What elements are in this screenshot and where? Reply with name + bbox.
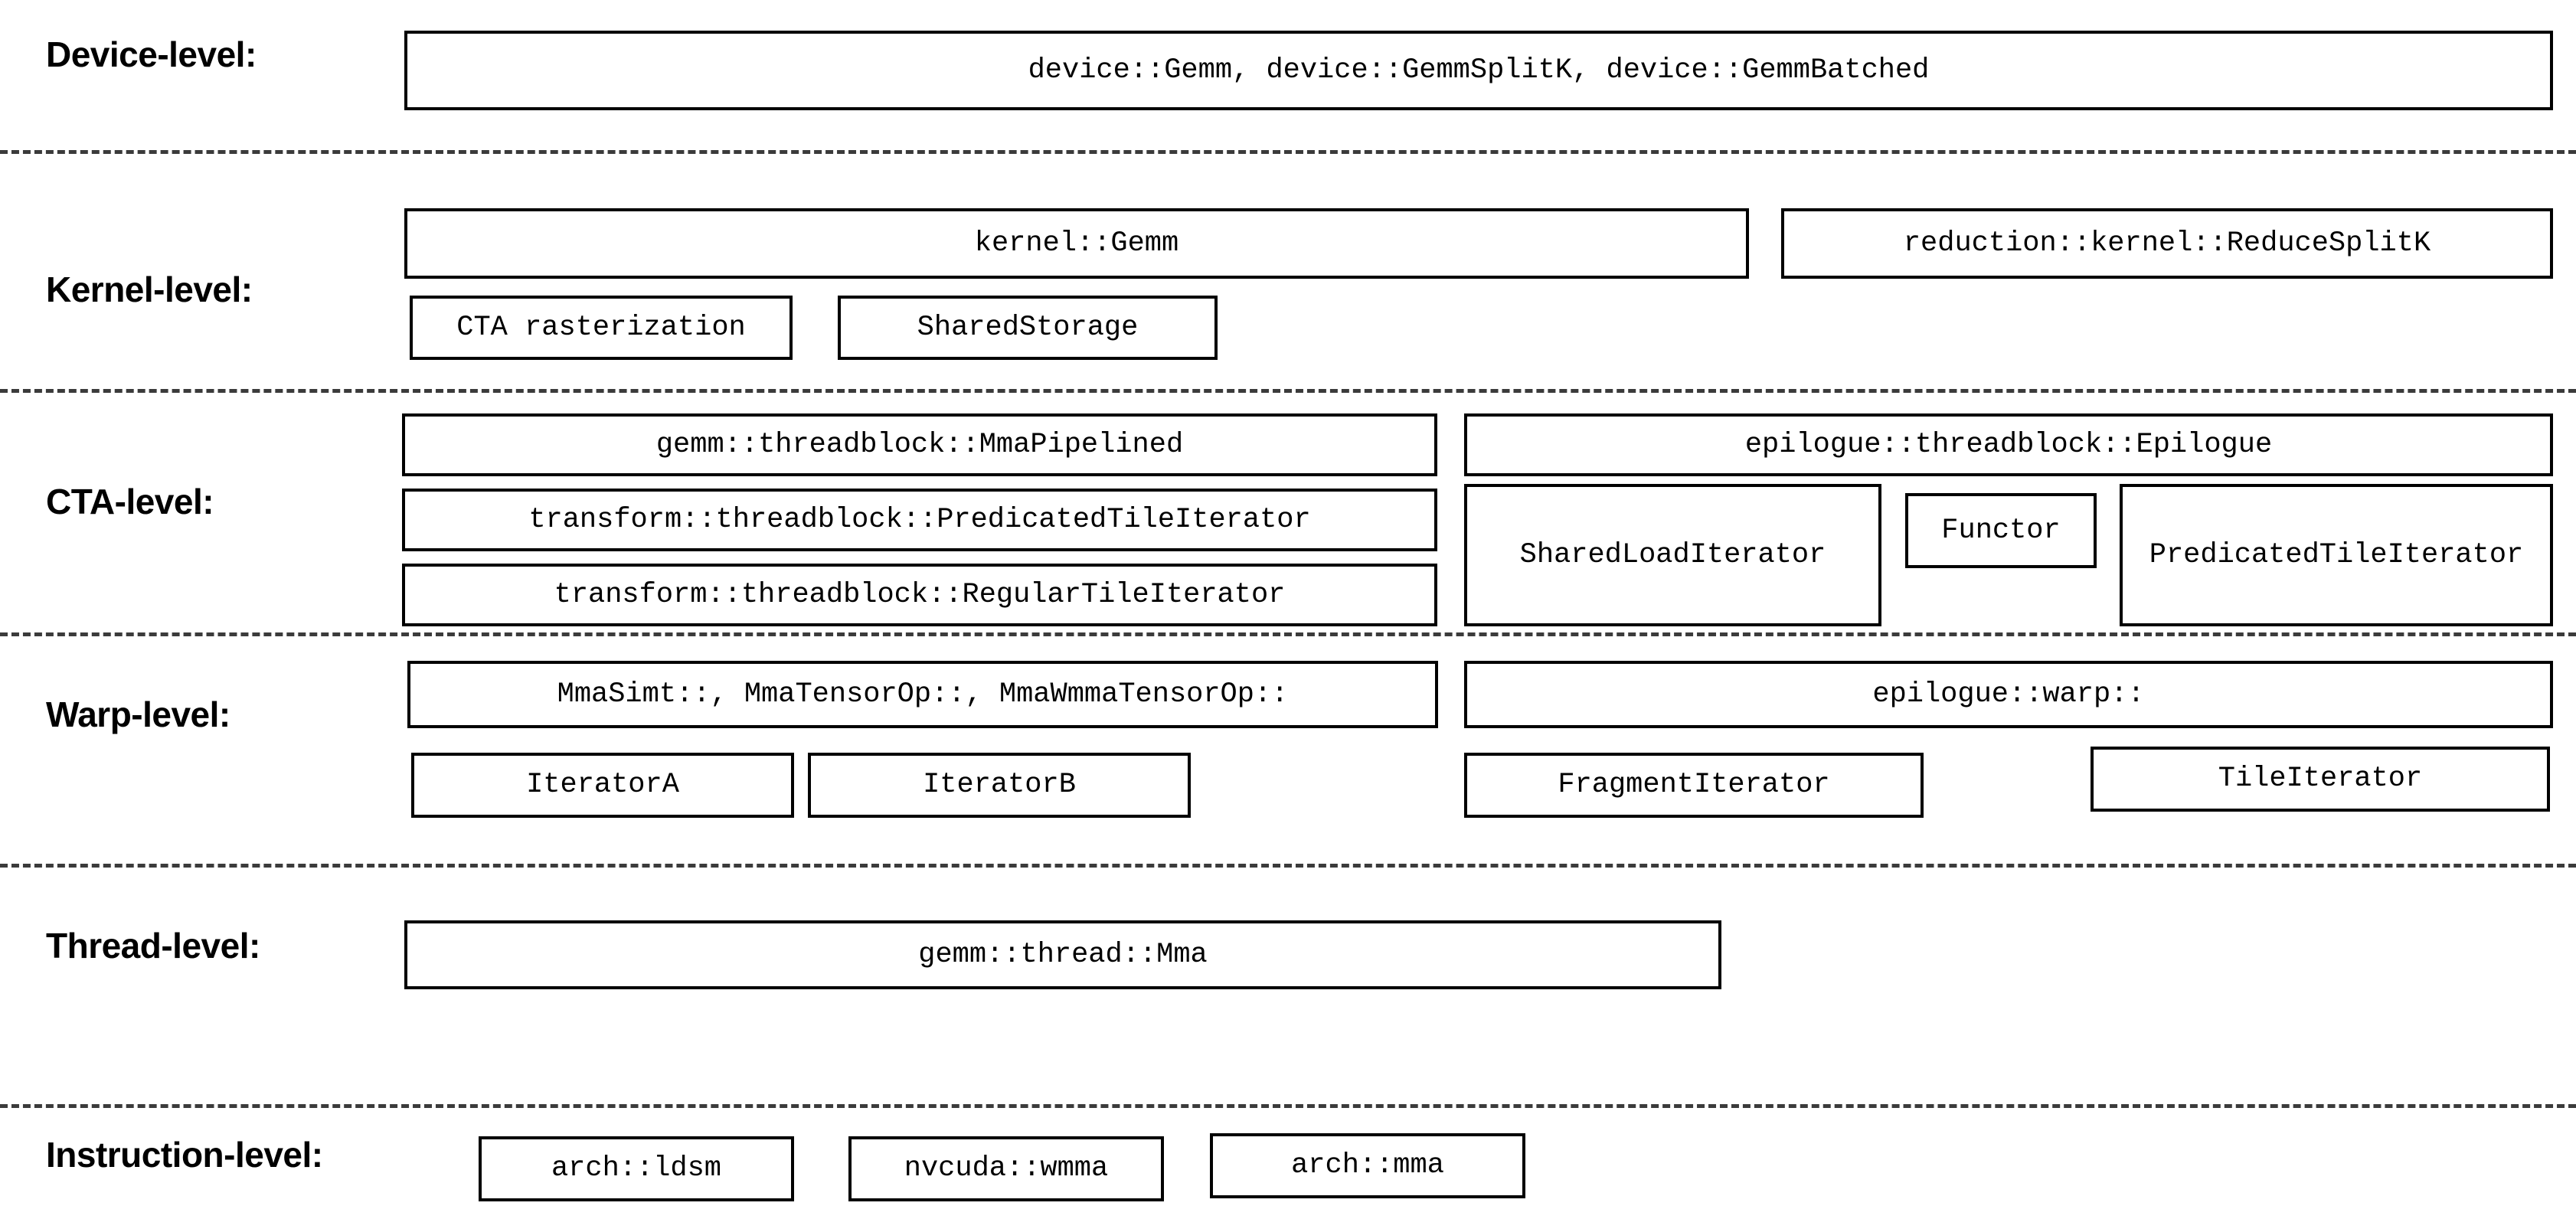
box-iterator-b[interactable]: IteratorB — [808, 753, 1191, 818]
box-warp-mma-ops-label: MmaSimt::, MmaTensorOp::, MmaWmmaTensorO… — [557, 678, 1289, 711]
box-reduction-reducesplitk-label: reduction::kernel::ReduceSplitK — [1903, 227, 2431, 260]
box-arch-mma-label: arch::mma — [1291, 1149, 1444, 1182]
box-kernel-gemm[interactable]: kernel::Gemm — [404, 208, 1749, 279]
box-sharedloaditerator-label: SharedLoadIterator — [1519, 538, 1826, 571]
box-warp-mma-ops[interactable]: MmaSimt::, MmaTensorOp::, MmaWmmaTensorO… — [407, 661, 1438, 728]
box-transform-regulartileiterator-label: transform::threadblock::RegularTileItera… — [554, 578, 1286, 611]
divider-device-kernel — [0, 150, 2576, 154]
box-arch-ldsm-label: arch::ldsm — [551, 1152, 722, 1185]
level-label-device: Device-level: — [46, 34, 257, 74]
box-fragmentiterator[interactable]: FragmentIterator — [1464, 753, 1924, 818]
box-transform-predicatedtileiterator[interactable]: transform::threadblock::PredicatedTileIt… — [402, 489, 1437, 551]
level-label-kernel: Kernel-level: — [46, 270, 253, 309]
level-label-warp: Warp-level: — [46, 694, 230, 734]
box-cta-rasterization-label: CTA rasterization — [456, 311, 746, 344]
box-functor-label: Functor — [1941, 514, 2061, 547]
box-kernel-gemm-label: kernel::Gemm — [974, 227, 1179, 260]
box-arch-mma[interactable]: arch::mma — [1210, 1133, 1525, 1198]
box-epilogue-threadblock-epilogue[interactable]: epilogue::threadblock::Epilogue — [1464, 413, 2553, 476]
box-gemm-thread-mma-label: gemm::thread::Mma — [918, 938, 1208, 971]
box-device-gemm-label: device::Gemm, device::GemmSplitK, device… — [1028, 54, 1930, 87]
box-tileiterator[interactable]: TileIterator — [2091, 747, 2550, 812]
box-cta-rasterization[interactable]: CTA rasterization — [410, 296, 793, 360]
box-shared-storage-label: SharedStorage — [917, 311, 1139, 344]
divider-cta-warp — [0, 632, 2576, 636]
box-epilogue-predicatedtileiterator[interactable]: PredicatedTileIterator — [2120, 484, 2553, 626]
divider-kernel-cta — [0, 389, 2576, 393]
divider-warp-thread — [0, 864, 2576, 868]
box-transform-regulartileiterator[interactable]: transform::threadblock::RegularTileItera… — [402, 564, 1437, 626]
box-iterator-a[interactable]: IteratorA — [411, 753, 794, 818]
box-nvcuda-wmma[interactable]: nvcuda::wmma — [848, 1136, 1164, 1201]
box-transform-predicatedtileiterator-label: transform::threadblock::PredicatedTileIt… — [528, 503, 1311, 536]
level-label-instruction: Instruction-level: — [46, 1135, 323, 1175]
box-iterator-a-label: IteratorA — [526, 769, 679, 802]
level-label-thread: Thread-level: — [46, 926, 260, 966]
box-reduction-reducesplitk[interactable]: reduction::kernel::ReduceSplitK — [1781, 208, 2553, 279]
box-functor[interactable]: Functor — [1905, 493, 2097, 568]
box-tileiterator-label: TileIterator — [2218, 763, 2423, 796]
level-label-cta: CTA-level: — [46, 482, 214, 521]
box-gemm-threadblock-mmapipelined[interactable]: gemm::threadblock::MmaPipelined — [402, 413, 1437, 476]
box-epilogue-predicatedtileiterator-label: PredicatedTileIterator — [2149, 538, 2524, 571]
box-fragmentiterator-label: FragmentIterator — [1558, 769, 1830, 802]
box-nvcuda-wmma-label: nvcuda::wmma — [904, 1152, 1109, 1185]
box-epilogue-warp-label: epilogue::warp:: — [1872, 678, 2145, 711]
box-arch-ldsm[interactable]: arch::ldsm — [479, 1136, 794, 1201]
box-epilogue-threadblock-epilogue-label: epilogue::threadblock::Epilogue — [1744, 428, 2273, 461]
divider-thread-instruction — [0, 1104, 2576, 1108]
box-iterator-b-label: IteratorB — [923, 769, 1076, 802]
box-gemm-thread-mma[interactable]: gemm::thread::Mma — [404, 920, 1721, 989]
box-device-gemm[interactable]: device::Gemm, device::GemmSplitK, device… — [404, 31, 2553, 110]
box-sharedloaditerator[interactable]: SharedLoadIterator — [1464, 484, 1881, 626]
box-epilogue-warp[interactable]: epilogue::warp:: — [1464, 661, 2553, 728]
box-shared-storage[interactable]: SharedStorage — [838, 296, 1218, 360]
box-gemm-threadblock-mmapipelined-label: gemm::threadblock::MmaPipelined — [655, 428, 1184, 461]
